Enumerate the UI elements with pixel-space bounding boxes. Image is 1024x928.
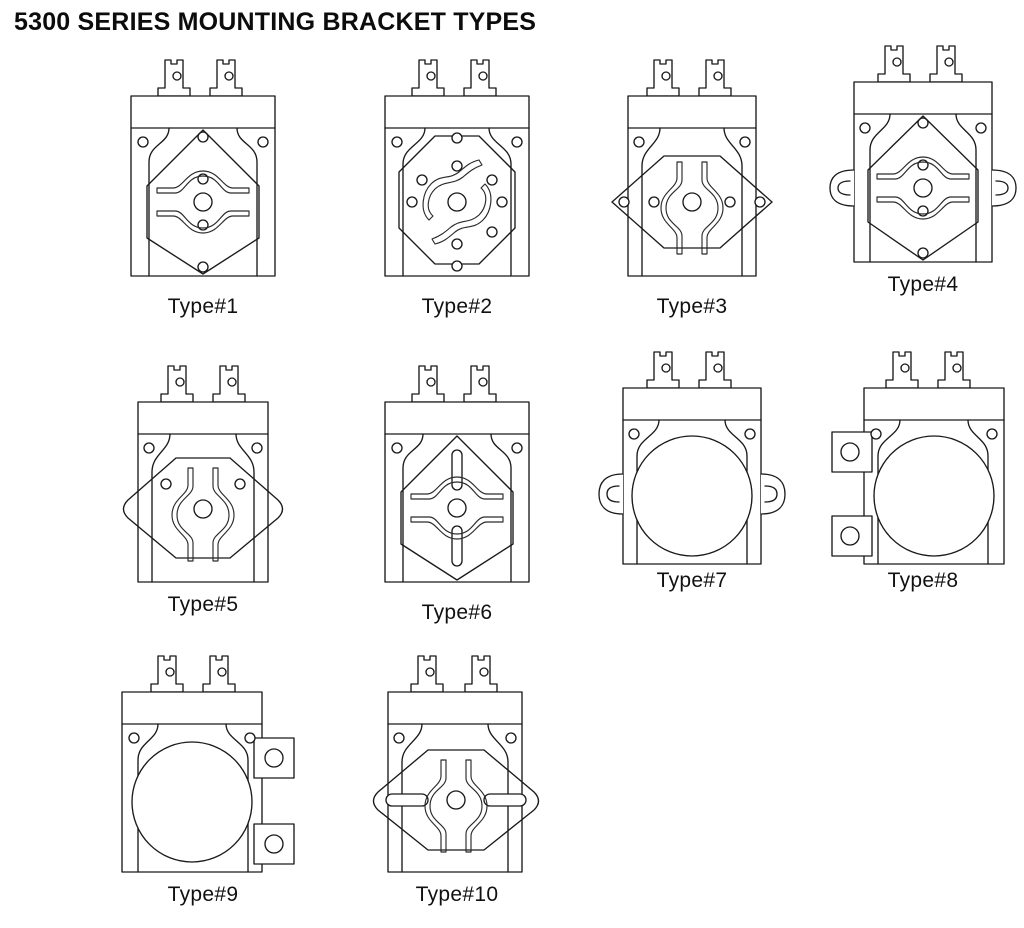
bracket-item-type-3[interactable]: Type#3 xyxy=(587,52,797,317)
bracket-drawing-type-6 xyxy=(384,365,530,583)
bracket-label-type-2: Type#2 xyxy=(421,295,493,318)
bracket-item-type-9[interactable]: Type#9 xyxy=(98,648,308,905)
bracket-label-type-1: Type#1 xyxy=(167,295,239,318)
bracket-item-type-8[interactable]: Type#8 xyxy=(818,344,1024,591)
bracket-drawing-type-1 xyxy=(130,59,276,277)
bracket-label-type-3: Type#3 xyxy=(656,295,728,318)
bracket-drawing-type-5 xyxy=(122,365,284,583)
bracket-label-type-5: Type#5 xyxy=(167,593,239,616)
page-title: 5300 SERIES MOUNTING BRACKET TYPES xyxy=(14,8,537,36)
bracket-label-type-6: Type#6 xyxy=(421,601,493,624)
bracket-item-type-1[interactable]: Type#1 xyxy=(98,52,308,317)
bracket-item-type-10[interactable]: Type#10 xyxy=(352,648,562,905)
bracket-label-type-8: Type#8 xyxy=(887,569,959,592)
bracket-diagram-sheet: Type#1 xyxy=(0,45,1024,928)
bracket-label-type-4: Type#4 xyxy=(887,273,959,296)
bracket-drawing-type-4 xyxy=(829,45,1017,263)
bracket-drawing-type-2 xyxy=(384,59,530,277)
bracket-label-type-10: Type#10 xyxy=(415,883,499,906)
bracket-item-type-6[interactable]: Type#6 xyxy=(352,358,562,623)
bracket-drawing-type-9 xyxy=(121,655,295,873)
bracket-drawing-type-8 xyxy=(831,351,1005,565)
bracket-drawing-type-3 xyxy=(611,59,773,277)
bracket-label-type-7: Type#7 xyxy=(656,569,728,592)
bracket-item-type-7[interactable]: Type#7 xyxy=(587,344,797,591)
bracket-drawing-type-7 xyxy=(598,351,786,565)
bracket-label-type-9: Type#9 xyxy=(167,883,239,906)
bracket-drawing-type-10 xyxy=(372,655,540,873)
bracket-item-type-4[interactable]: Type#4 xyxy=(818,38,1024,295)
bracket-item-type-5[interactable]: Type#5 xyxy=(98,358,308,615)
bracket-item-type-2[interactable]: Type#2 xyxy=(352,52,562,317)
